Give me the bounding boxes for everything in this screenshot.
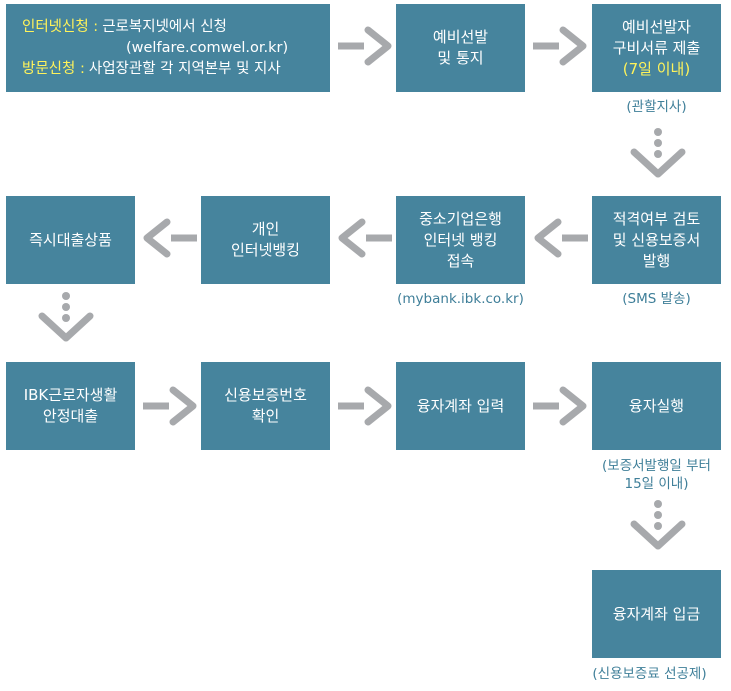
- arrow-right-2: [533, 30, 583, 62]
- step-deposit-caption: (신용보증료 선공제): [592, 666, 707, 682]
- internet-apply-label: 인터넷신청 :: [22, 18, 99, 35]
- step-deposit: 융자계좌 입금: [592, 570, 721, 658]
- step-personal-banking: 개인 인터넷뱅킹: [201, 196, 330, 284]
- arrow-right-4: [338, 390, 388, 422]
- step-submit-caption: (관할지사): [626, 99, 687, 115]
- arrow-right-1: [338, 30, 388, 62]
- step-bank-access-line3: 접속: [446, 251, 475, 270]
- step-preselect-line1: 예비선발: [432, 28, 489, 46]
- arrow-down-3: [634, 500, 682, 546]
- arrow-right-3: [143, 390, 193, 422]
- step-submit: 예비선발자 구비서류 제출 (7일 이내): [592, 4, 721, 92]
- step-bank-access: 중소기업은행 인터넷 뱅킹 접속: [396, 196, 525, 284]
- internet-apply-text: 근로복지넷에서 신청: [102, 18, 227, 35]
- step-ibk-loan: IBK근로자생활 안정대출: [6, 362, 135, 450]
- step-instant-loan: 즉시대출상품: [6, 196, 135, 284]
- step-guarantee-confirm: 신용보증번호 확인: [201, 362, 330, 450]
- step-ibk-loan-line2: 안정대출: [42, 407, 99, 425]
- arrow-left-1: [538, 222, 588, 254]
- step-guarantee-confirm-line2: 확인: [251, 407, 280, 425]
- step-preselect-line2: 및 통지: [437, 49, 484, 67]
- step-guarantee-confirm-line1: 신용보증번호: [224, 386, 307, 404]
- step-execution-line1: 융자실행: [628, 396, 685, 415]
- step-personal-banking-line2: 인터넷뱅킹: [230, 241, 300, 259]
- arrow-left-2: [342, 222, 392, 254]
- step-review-caption: (SMS 발송): [622, 291, 691, 307]
- step-execution-caption-line1: (보증서발행일 부터: [602, 458, 711, 474]
- step-bank-access-caption: (mybank.ibk.co.kr): [397, 291, 524, 307]
- application-box: 인터넷신청 : 근로복지넷에서 신청 (welfare.comwel.or.kr…: [6, 4, 330, 92]
- arrow-right-5: [533, 390, 583, 422]
- visit-apply-label: 방문신청 :: [22, 60, 85, 77]
- step-personal-banking-line1: 개인: [251, 220, 280, 238]
- arrow-down-2: [42, 292, 90, 338]
- step-execution-caption-line2: 15일 이내): [624, 476, 689, 492]
- step-execution: 융자실행: [592, 362, 721, 450]
- step-preselect: 예비선발 및 통지: [396, 4, 525, 92]
- arrow-down-1: [634, 128, 682, 174]
- step-submit-line2: 구비서류 제출: [612, 38, 701, 57]
- step-review: 적격여부 검토 및 신용보증서 발행: [592, 196, 721, 284]
- step-ibk-loan-line1: IBK근로자생활: [23, 386, 118, 404]
- step-deposit-line1: 융자계좌 입금: [612, 604, 701, 623]
- step-review-line2: 및 신용보증서: [612, 230, 701, 249]
- step-submit-highlight: (7일 이내): [622, 59, 691, 78]
- internet-apply-row: 인터넷신청 : 근로복지넷에서 신청: [22, 17, 227, 38]
- internet-apply-url: (welfare.comwel.or.kr): [126, 39, 289, 56]
- visit-apply-text: 사업장관할 각 지역본부 및 지사: [88, 60, 281, 77]
- step-review-line3: 발행: [642, 251, 671, 270]
- step-submit-line1: 예비선발자: [621, 17, 691, 36]
- arrow-left-3: [147, 222, 197, 254]
- step-bank-access-line2: 인터넷 뱅킹: [423, 230, 498, 249]
- visit-apply-row: 방문신청 : 사업장관할 각 지역본부 및 지사: [22, 59, 281, 80]
- step-bank-access-line1: 중소기업은행: [419, 209, 502, 228]
- step-execution-caption: (보증서발행일 부터 15일 이내): [572, 457, 731, 493]
- step-review-line1: 적격여부 검토: [612, 209, 701, 228]
- step-account-input: 융자계좌 입력: [396, 362, 525, 450]
- step-instant-loan-line1: 즉시대출상품: [29, 230, 112, 249]
- step-account-input-line1: 융자계좌 입력: [416, 396, 505, 415]
